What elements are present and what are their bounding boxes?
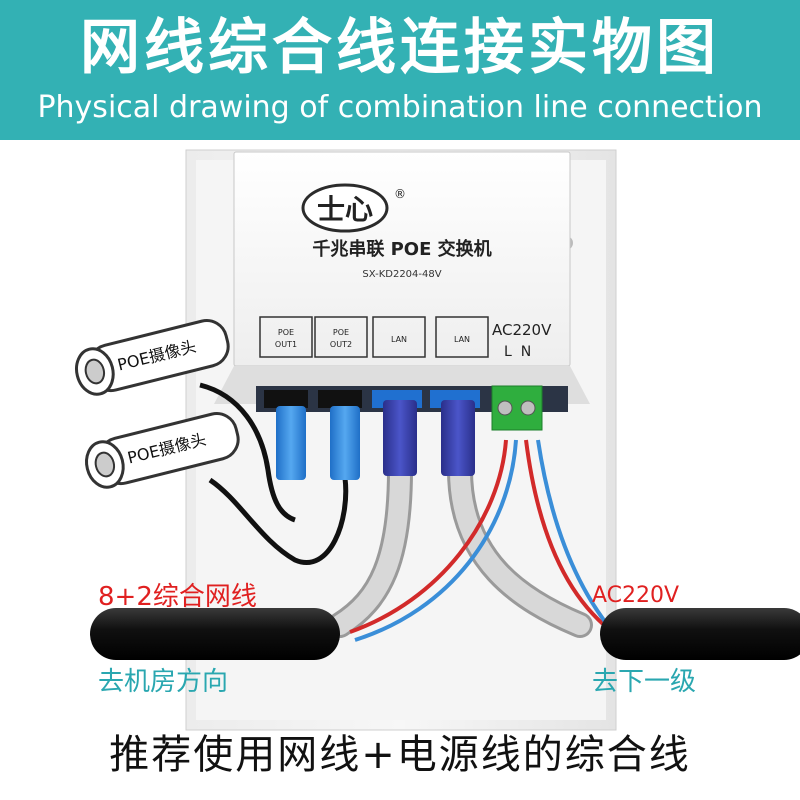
trunk-cable-left <box>90 608 340 660</box>
banner-subtitle: Physical drawing of combination line con… <box>37 90 763 125</box>
poe-camera-2: POE摄像头 <box>85 412 240 489</box>
rj45-jack-1 <box>264 390 308 408</box>
poe-switch: 士心 ® 千兆串联 POE 交换机 SX-KD2204-48V POEOUT1P… <box>214 151 590 431</box>
cable-left-destination: 去机房方向 <box>98 667 228 697</box>
trunk-cable-right <box>600 608 800 660</box>
plug-1 <box>276 406 306 480</box>
power-terminals: L N <box>504 344 531 360</box>
footer-recommendation: 推荐使用网线+电源线的综合线 <box>109 732 691 778</box>
poe-camera-1: POE摄像头 <box>75 319 230 396</box>
cable-left-label: 8+2综合网线 <box>98 582 257 612</box>
rj45-jack-2 <box>318 390 362 408</box>
grey-cables <box>327 457 593 638</box>
port-label-text: LAN <box>391 335 407 344</box>
connection-scene: 士心 ® 千兆串联 POE 交换机 SX-KD2204-48V POEOUT1P… <box>75 149 800 731</box>
port-label-4: LAN <box>435 316 489 358</box>
plug-4 <box>441 400 475 476</box>
registered-mark: ® <box>394 187 406 201</box>
port-label-text: POE <box>333 328 349 337</box>
cable-right-destination: 去下一级 <box>592 667 696 697</box>
port-label-text: POE <box>278 328 294 337</box>
port-label-text: LAN <box>454 335 470 344</box>
brand-logo: 士心 ® <box>301 183 406 233</box>
power-label: AC220V <box>492 321 552 339</box>
logo-text: 士心 <box>317 193 373 226</box>
device-model: SX-KD2204-48V <box>362 269 441 280</box>
trunk-cables <box>90 608 800 660</box>
title-banner: 网线综合线连接实物图 Physical drawing of combinati… <box>0 0 800 140</box>
cable-right-label: AC220V <box>592 583 679 608</box>
device-name: 千兆串联 POE 交换机 <box>312 238 491 260</box>
port-label-2: POE OUT2 <box>314 316 368 358</box>
port-label-1: POE OUT1 <box>259 316 313 358</box>
banner-title: 网线综合线连接实物图 <box>80 13 720 83</box>
port-label-text: OUT1 <box>275 340 297 349</box>
port-labels: POE OUT1 POE OUT2 LAN LAN <box>259 316 489 358</box>
plug-3 <box>383 400 417 476</box>
rj45-plugs <box>276 400 475 480</box>
port-label-3: LAN <box>372 316 426 358</box>
plug-2 <box>330 406 360 480</box>
camera-wires <box>199 382 349 565</box>
port-label-text: OUT2 <box>330 340 352 349</box>
